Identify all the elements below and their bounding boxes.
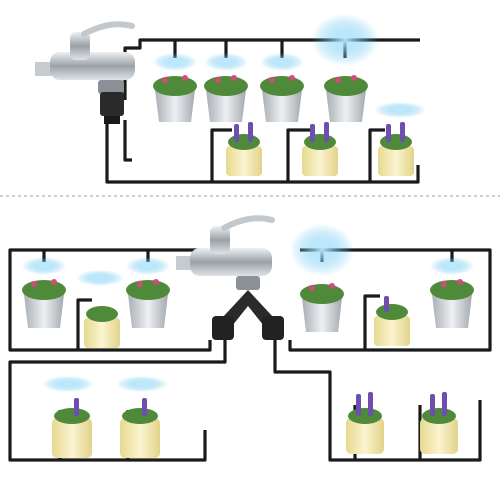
bottom-cream-pots: [52, 296, 458, 458]
bottom-sprays: [22, 224, 474, 392]
top-sprays: [153, 14, 426, 118]
top-metal-pots: [153, 75, 368, 122]
bottom-metal-pots: [22, 279, 474, 332]
faucet-top: [35, 21, 135, 124]
faucet-bottom-with-splitter: [176, 215, 284, 340]
top-cream-pots: [226, 122, 414, 176]
